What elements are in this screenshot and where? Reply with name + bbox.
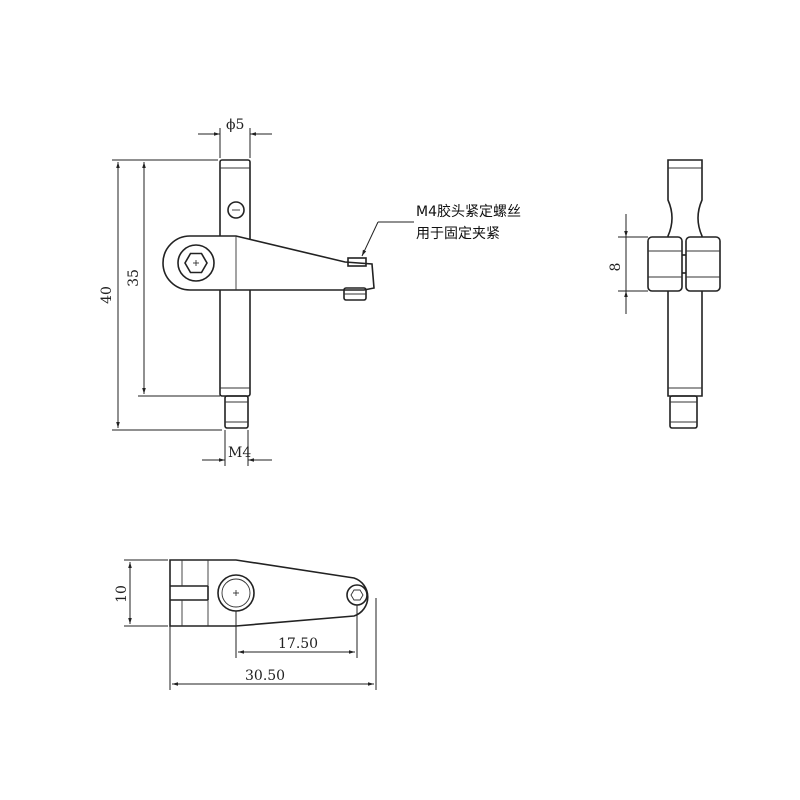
bottom-arm — [169, 559, 369, 627]
dim-rod-height: 35 — [126, 269, 142, 287]
set-screw-top — [347, 257, 367, 267]
front-view — [162, 159, 375, 429]
side-clamp-left — [647, 236, 683, 292]
bottom-dimensions: 10 17.50 30.50 — [114, 559, 377, 690]
dim-diameter: ϕ5 — [226, 117, 244, 133]
side-clamp-right — [685, 236, 721, 292]
dim-hole-spacing: 17.50 — [278, 636, 318, 652]
side-thread-stub — [669, 395, 698, 429]
dim-thread: M4 — [228, 445, 251, 461]
annotation-line-2: 用于固定夹紧 — [416, 226, 500, 242]
hex-socket-icon — [184, 252, 208, 274]
thread-stub — [224, 395, 249, 429]
front-dimensions: ϕ5 40 35 M4 M4胶头紧定螺丝 用于固定夹紧 — [99, 117, 521, 466]
arm-screw-head — [177, 244, 215, 282]
side-rod — [667, 159, 703, 397]
dim-clamp-width: 8 — [608, 263, 624, 272]
dim-bottom-height: 10 — [114, 585, 130, 603]
side-dimensions: 8 — [608, 214, 648, 314]
rod-cross-hole — [227, 201, 245, 219]
dim-total-height: 40 — [99, 286, 115, 304]
dim-total-length: 30.50 — [245, 668, 285, 684]
annotation-line-1: M4胶头紧定螺丝 — [416, 203, 521, 220]
bottom-view — [169, 559, 369, 627]
side-view — [647, 159, 721, 429]
hex-socket-small-icon — [350, 589, 364, 601]
